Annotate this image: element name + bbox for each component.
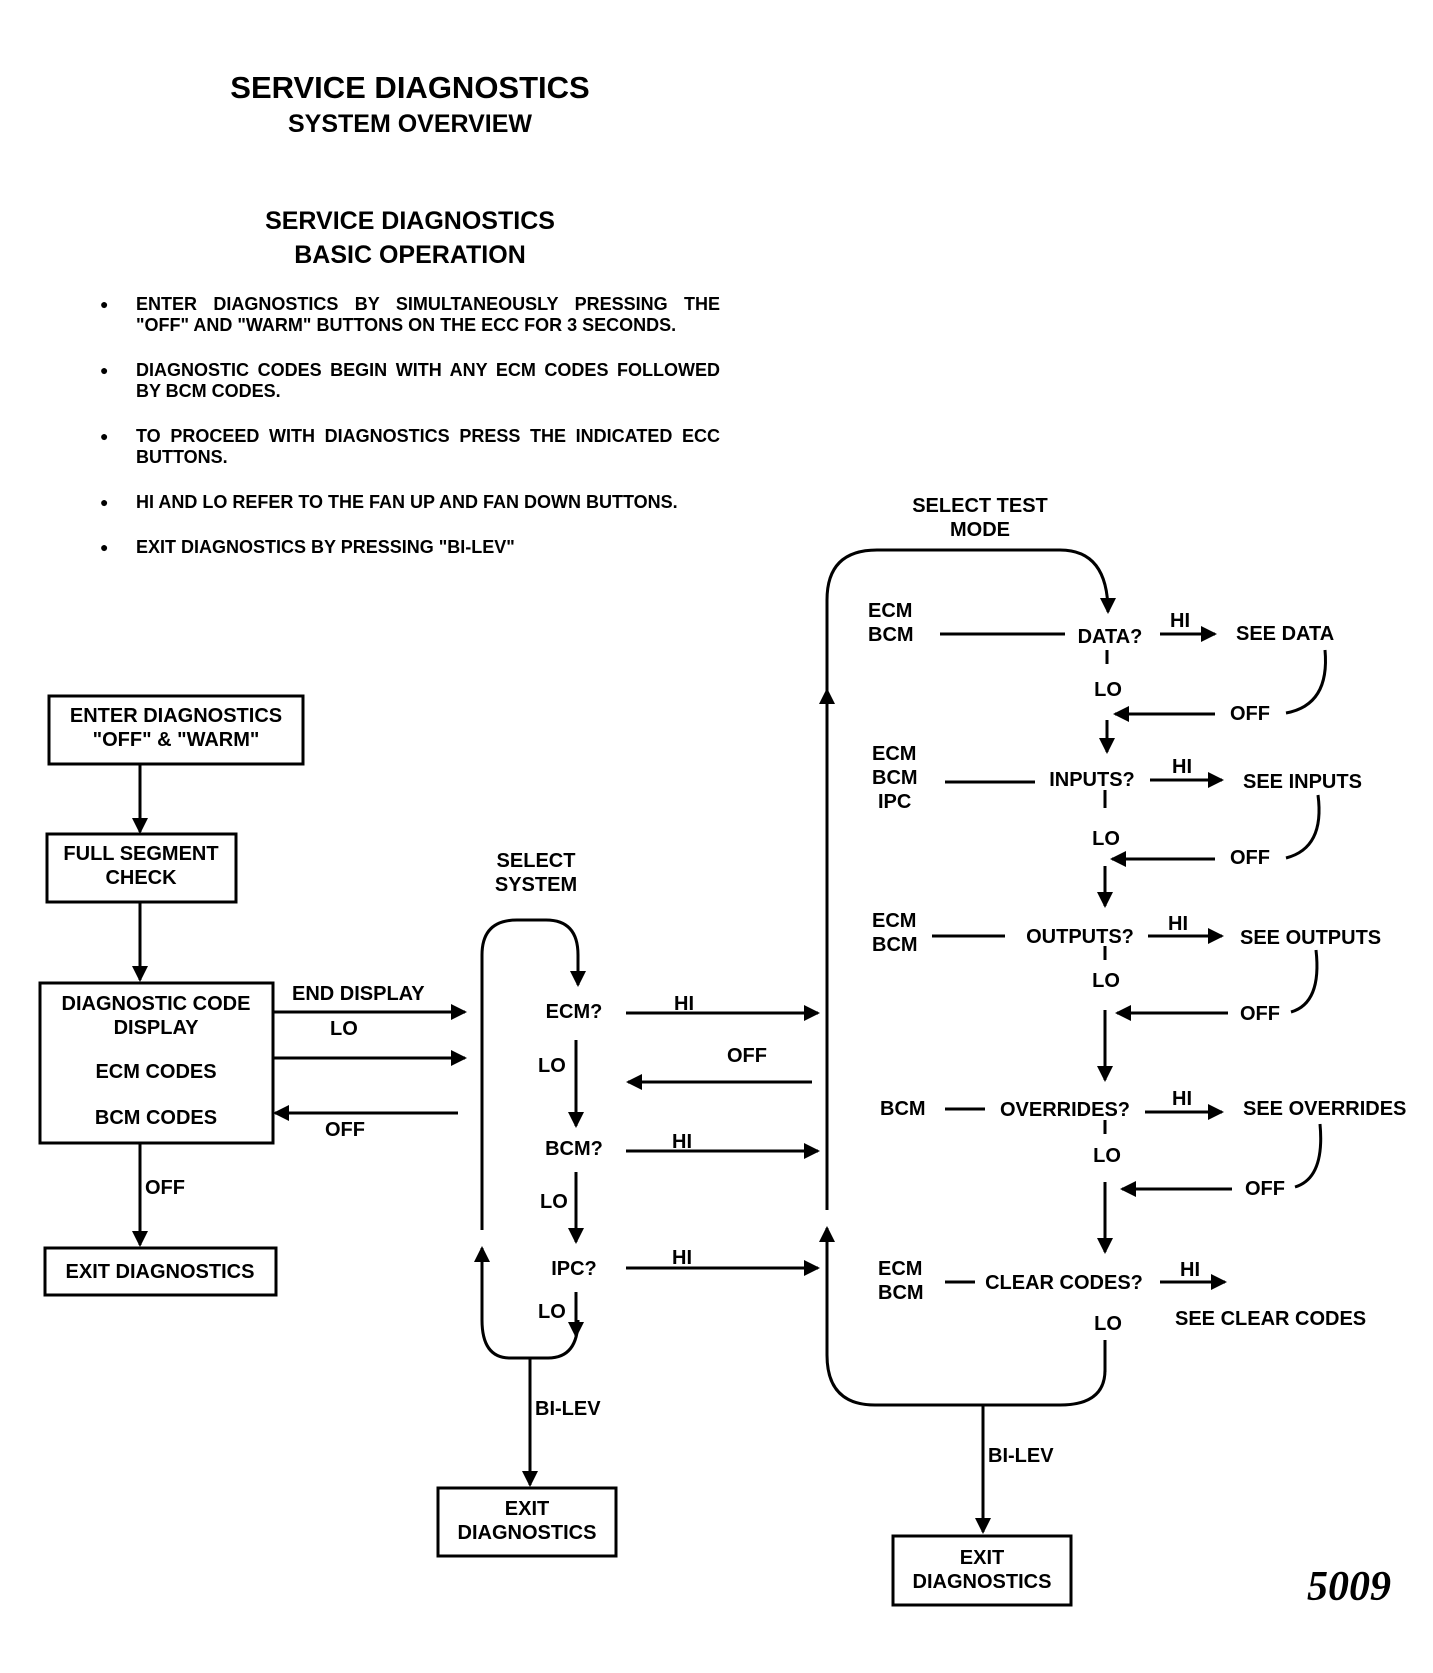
instruction-list: ENTER DIAGNOSTICS BY SIMULTANEOUSLY PRES… xyxy=(100,294,720,582)
enter-diagnostics-label: ENTER DIAGNOSTICS xyxy=(70,705,282,727)
ipc-option: IPC? xyxy=(551,1258,597,1280)
off-label: OFF xyxy=(1230,847,1270,869)
off-label: OFF xyxy=(1230,703,1270,725)
select-test-title: SELECT TEST xyxy=(912,495,1048,517)
instruction-item: EXIT DIAGNOSTICS BY PRESSING "BI-LEV" xyxy=(100,537,720,558)
hi-label: HI xyxy=(672,1131,692,1153)
see-outputs: SEE OUTPUTS xyxy=(1240,927,1381,949)
exit-label-2: DIAGNOSTICS xyxy=(913,1571,1052,1593)
section-subtitle: BASIC OPERATION xyxy=(294,241,526,269)
exit-diagnostics-box xyxy=(436,1486,618,1558)
mode-system: BCM xyxy=(878,1282,924,1304)
instruction-item: HI AND LO REFER TO THE FAN UP AND FAN DO… xyxy=(100,492,720,513)
lo-label: LO xyxy=(330,1018,358,1040)
lo-label: LO xyxy=(1092,970,1120,992)
code-display-label: DIAGNOSTIC CODE xyxy=(62,993,251,1015)
mode-system: ECM xyxy=(872,910,916,932)
test-mode-loop-top xyxy=(825,548,1116,1210)
full-segment-label: FULL SEGMENT xyxy=(63,843,218,865)
mode-system: IPC xyxy=(878,791,911,813)
off-label: OFF xyxy=(727,1045,767,1067)
data-mode: DATA? xyxy=(1078,626,1143,648)
clear-codes-mode: CLEAR CODES? xyxy=(985,1272,1143,1294)
select-system-loop-bottom xyxy=(474,1246,580,1360)
select-system-title-2: SYSTEM xyxy=(495,874,577,896)
off-curve xyxy=(1285,794,1321,860)
off-curve xyxy=(1294,1123,1323,1189)
lo-label: LO xyxy=(1092,828,1120,850)
outputs-mode: OUTPUTS? xyxy=(1026,926,1134,948)
mode-system: ECM xyxy=(872,743,916,765)
off-label: OFF xyxy=(1240,1003,1280,1025)
lo-label: LO xyxy=(1093,1145,1121,1167)
mode-system: BCM xyxy=(880,1098,926,1120)
lo-label: LO xyxy=(538,1055,566,1077)
diagnostic-code-display-box xyxy=(38,981,275,1145)
lo-label: LO xyxy=(540,1191,568,1213)
bcm-option: BCM? xyxy=(545,1138,603,1160)
instruction-item: ENTER DIAGNOSTICS BY SIMULTANEOUSLY PRES… xyxy=(100,294,720,336)
hi-label: HI xyxy=(672,1247,692,1269)
select-system-loop-top xyxy=(480,918,586,1230)
instruction-item: DIAGNOSTIC CODES BEGIN WITH ANY ECM CODE… xyxy=(100,360,720,402)
see-data: SEE DATA xyxy=(1236,623,1334,645)
hi-label: HI xyxy=(1168,913,1188,935)
exit-label: EXIT xyxy=(960,1547,1004,1569)
see-overrides: SEE OVERRIDES xyxy=(1243,1098,1406,1120)
page-subtitle: SYSTEM OVERVIEW xyxy=(287,110,533,138)
mode-system: ECM xyxy=(868,600,912,622)
exit-diagnostics-box xyxy=(43,1246,278,1297)
hi-label: HI xyxy=(674,993,694,1015)
bilev-label: BI-LEV xyxy=(535,1398,601,1420)
mode-system: BCM xyxy=(868,624,914,646)
lo-label: LO xyxy=(1094,679,1122,701)
page-title: SERVICE DIAGNOSTICS xyxy=(230,70,590,105)
code-display-label-2: DISPLAY xyxy=(114,1017,200,1039)
ecm-option: ECM? xyxy=(546,1001,603,1023)
lo-label: LO xyxy=(538,1301,566,1323)
overrides-mode: OVERRIDES? xyxy=(1000,1099,1130,1121)
see-inputs: SEE INPUTS xyxy=(1243,771,1362,793)
lo-label: LO xyxy=(1094,1313,1122,1335)
end-display-label: END DISPLAY xyxy=(292,983,425,1005)
ecm-codes-label: ECM CODES xyxy=(95,1061,216,1083)
enter-diagnostics-box xyxy=(47,694,305,766)
hi-label: HI xyxy=(1172,756,1192,778)
off-label: OFF xyxy=(1245,1178,1285,1200)
inputs-mode: INPUTS? xyxy=(1049,769,1135,791)
off-curve xyxy=(1290,949,1319,1014)
exit-diagnostics-box xyxy=(891,1534,1073,1607)
mode-system: BCM xyxy=(872,767,918,789)
exit-label-2: DIAGNOSTICS xyxy=(458,1522,597,1544)
select-system-title: SELECT xyxy=(497,850,576,872)
bilev-label: BI-LEV xyxy=(988,1445,1054,1467)
off-curve xyxy=(1285,649,1328,715)
hi-label: HI xyxy=(1172,1088,1192,1110)
page-number: 5009 xyxy=(1307,1564,1391,1610)
instruction-item: TO PROCEED WITH DIAGNOSTICS PRESS THE IN… xyxy=(100,426,720,468)
full-segment-label-2: CHECK xyxy=(105,867,177,889)
hi-label: HI xyxy=(1170,610,1190,632)
bcm-codes-label: BCM CODES xyxy=(95,1107,217,1129)
exit-diagnostics-label: EXIT DIAGNOSTICS xyxy=(66,1261,255,1283)
mode-system: BCM xyxy=(872,934,918,956)
see-clear-codes: SEE CLEAR CODES xyxy=(1175,1308,1366,1330)
hi-label: HI xyxy=(1180,1259,1200,1281)
off-exit-label: OFF xyxy=(145,1177,185,1199)
enter-diagnostics-keys: "OFF" & "WARM" xyxy=(93,729,260,751)
off-return-label: OFF xyxy=(325,1119,365,1141)
mode-system: ECM xyxy=(878,1258,922,1280)
test-mode-loop-bottom xyxy=(819,1226,1107,1407)
exit-label: EXIT xyxy=(505,1498,549,1520)
section-title: SERVICE DIAGNOSTICS xyxy=(265,207,555,235)
select-test-title-2: MODE xyxy=(950,519,1010,541)
